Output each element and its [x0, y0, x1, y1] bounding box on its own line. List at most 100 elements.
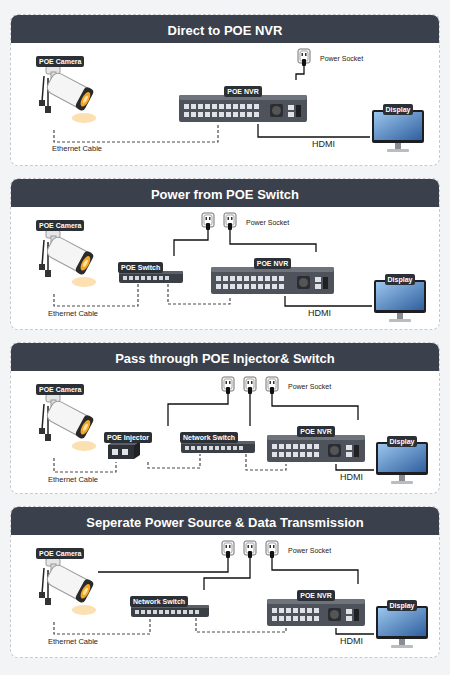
nvr-icon-part [212, 104, 217, 109]
device-tag: Display [387, 600, 418, 611]
device-tag: POE NVR [224, 86, 262, 97]
device-tag-row: POE NVR [266, 584, 366, 595]
power-socket-icon-part [228, 217, 230, 220]
nvr-icon-part [240, 104, 245, 109]
camera-icon [36, 226, 98, 294]
nvr-icon-part [184, 112, 189, 117]
cam-device: POE Camera [36, 50, 98, 130]
power-socket-icon-part [209, 217, 211, 220]
diagram-panel: Pass through POE Injector& SwitchPOE Cam… [10, 342, 440, 494]
power-socket-icon-part [270, 387, 274, 394]
power-socket-icon-part [270, 551, 274, 558]
nvr-icon-part [300, 616, 305, 621]
nvr-icon-part [251, 276, 256, 281]
switch-icon-part [215, 446, 219, 450]
camera-icon-part [45, 270, 51, 277]
switch-icon-part [189, 610, 193, 614]
nvr-icon-part [237, 284, 242, 289]
nvr-icon-part [346, 616, 352, 621]
power-socket-icon [200, 212, 244, 234]
camera-icon-part [44, 70, 94, 112]
switch-icon-part [185, 446, 189, 450]
monitor-icon-part [387, 149, 409, 152]
nvr-icon-part [211, 267, 334, 272]
power-socket-icon-part [229, 545, 231, 548]
camera-icon-part [39, 100, 45, 106]
nvr-icon-part [300, 444, 305, 449]
power-socket-icon-part [271, 394, 272, 398]
nvr-icon-part [265, 276, 270, 281]
camera-icon-part [72, 113, 96, 123]
nvr-icon-part [211, 267, 334, 294]
switch-icon-part [131, 605, 209, 608]
power-socket-icon [220, 540, 286, 562]
monitor-icon-part [376, 442, 428, 475]
switch-icon-part [135, 610, 139, 614]
device-tag: POE NVR [254, 258, 292, 269]
nvr-icon-part [219, 104, 224, 109]
device-tag-row: POE Camera [36, 542, 98, 553]
monitor-icon-part [391, 481, 413, 484]
camera-icon-part [45, 106, 51, 113]
nvr-icon-part [293, 444, 298, 449]
nvr-icon-part [300, 608, 305, 613]
switch-icon-part [233, 446, 237, 450]
diagram-panel: Direct to POE NVRPOE CameraPOE NVRPower … [10, 14, 440, 166]
nvr-icon-part [293, 452, 298, 457]
device-tag: POE Camera [36, 548, 84, 559]
nvr-icon-part [288, 105, 294, 110]
cam-device: POE Camera [36, 542, 98, 622]
power-socket-icon-part [206, 217, 208, 220]
nvr-icon-part [330, 446, 339, 455]
nvr-icon-part [286, 444, 291, 449]
power-socket-icon-part [229, 381, 231, 384]
disp-device: Display [370, 98, 426, 154]
panel-title: Pass through POE Injector& Switch [115, 351, 335, 367]
nvr-icon-part [286, 608, 291, 613]
camera-icon-part [45, 434, 51, 441]
power-socket-icon-part [273, 545, 275, 548]
power-socket-icon-part [302, 53, 304, 56]
device-tag-row: Display [374, 430, 430, 441]
nvr-icon-part [233, 112, 238, 117]
nvr-icon-part [223, 276, 228, 281]
nvr-icon-part [293, 616, 298, 621]
camera-icon-part [39, 264, 45, 270]
cable-label: HDMI [338, 473, 365, 483]
nvr-device: POE NVR [210, 252, 335, 296]
monitor-icon [372, 280, 428, 324]
camera-icon [36, 390, 98, 458]
cable-label: Ethernet Cable [50, 145, 104, 153]
nvr-icon-part [272, 276, 277, 281]
monitor-icon-part [399, 639, 405, 645]
cable-label: HDMI [306, 309, 333, 319]
panel-title: Direct to POE NVR [168, 23, 283, 39]
panel-title: Seperate Power Source & Data Transmissio… [86, 515, 363, 531]
nvr-icon-part [272, 106, 281, 115]
camera-icon-part [42, 404, 44, 430]
power-socket-icon-part [231, 217, 233, 220]
nvr-icon-part [191, 112, 196, 117]
device-tag-row: Display [372, 268, 428, 279]
switch-icon-part [119, 271, 183, 283]
camera-icon-part-part [74, 414, 94, 440]
power-socket-icon-part [270, 545, 272, 548]
nvr-icon-part [315, 284, 321, 289]
monitor-icon-part [397, 313, 403, 319]
nvr-icon-part [265, 284, 270, 289]
device-tag-row: Network Switch [180, 426, 256, 437]
camera-icon-part [44, 234, 94, 276]
device-tag: Network Switch [130, 596, 188, 607]
device-tag-row: POE NVR [210, 252, 335, 263]
nvr-icon-part [184, 104, 189, 109]
nvr-icon-part [267, 435, 365, 462]
nvr-icon-part [272, 608, 277, 613]
monitor-icon-part [378, 608, 426, 636]
switch-icon-part [141, 610, 145, 614]
camera-icon-part-part [82, 587, 89, 596]
injector-icon-part [122, 449, 128, 455]
injector-icon-part [134, 441, 140, 459]
camera-icon-part [44, 562, 94, 604]
cable-label: Ethernet Cable [46, 638, 100, 646]
device-tag-row: POE Camera [36, 378, 98, 389]
